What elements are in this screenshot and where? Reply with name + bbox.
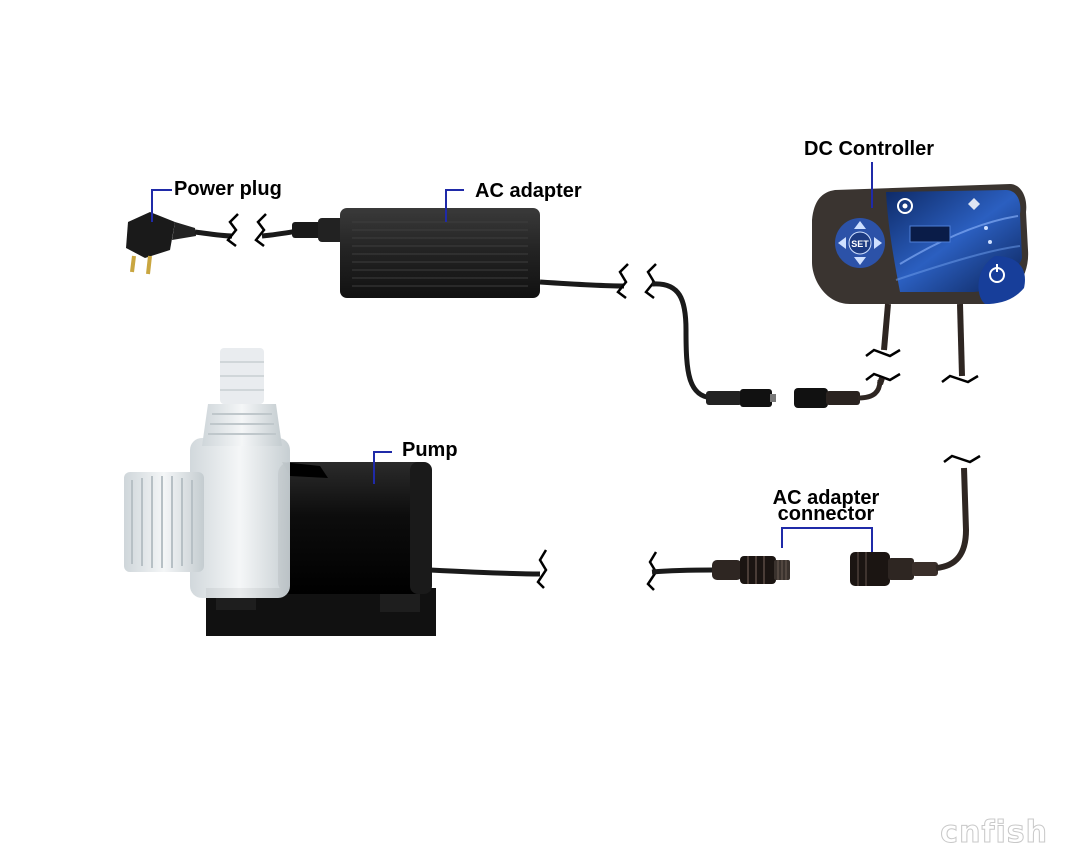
- connector-pump-side: [712, 556, 790, 584]
- dc-male-plug: [706, 389, 776, 407]
- leader-lines: [151, 162, 873, 552]
- adapter-output-cable: [539, 279, 625, 289]
- dc-controller: [812, 184, 1029, 304]
- cable-break-mark: [254, 213, 267, 247]
- cable-break-mark: [941, 374, 979, 384]
- pump-cable: [429, 567, 541, 577]
- connector-controller-side: [850, 552, 938, 586]
- dc-controller-label: DC Controller: [804, 138, 934, 160]
- leader-power-plug: [151, 189, 172, 222]
- ac-adapter: [318, 208, 540, 298]
- controller-cable-right-lower: [935, 467, 970, 571]
- power-plug: [126, 212, 196, 275]
- leader-pump: [373, 451, 392, 484]
- ac-adapter-connector-label-line2: connector: [777, 503, 875, 525]
- pump-cable-continued: [651, 567, 715, 575]
- cable-break-mark: [226, 213, 239, 247]
- cable-break-mark: [536, 549, 548, 589]
- dc-female-socket: [794, 388, 860, 408]
- leader-connector: [781, 527, 873, 552]
- cable-break-mark: [865, 372, 901, 382]
- cable-break-mark: [644, 263, 657, 299]
- adapter-output-cable-continued: [651, 281, 740, 401]
- controller-cable-left-lower: [877, 377, 885, 385]
- plug-cable: [194, 229, 233, 239]
- controller-cable-left: [881, 303, 891, 351]
- controller-dc-cable: [857, 379, 883, 401]
- pump-label: Pump: [402, 439, 458, 461]
- power-plug-label: Power plug: [174, 178, 282, 200]
- ac-adapter-connector-label-line1: AC adapter: [772, 487, 880, 509]
- ac-adapter-label: AC adapter: [475, 180, 582, 202]
- watermark: cnfish: [940, 815, 1048, 851]
- leader-ac-adapter: [445, 189, 464, 222]
- ac-adapter-connector-label: AC adapter connector: [758, 488, 894, 524]
- set-button-text: SET: [851, 239, 869, 249]
- cable-break-mark: [616, 263, 629, 299]
- cable-break-mark: [943, 454, 981, 464]
- cable-break-mark: [865, 348, 901, 358]
- pump: [124, 348, 436, 636]
- controller-cable-right: [957, 303, 965, 377]
